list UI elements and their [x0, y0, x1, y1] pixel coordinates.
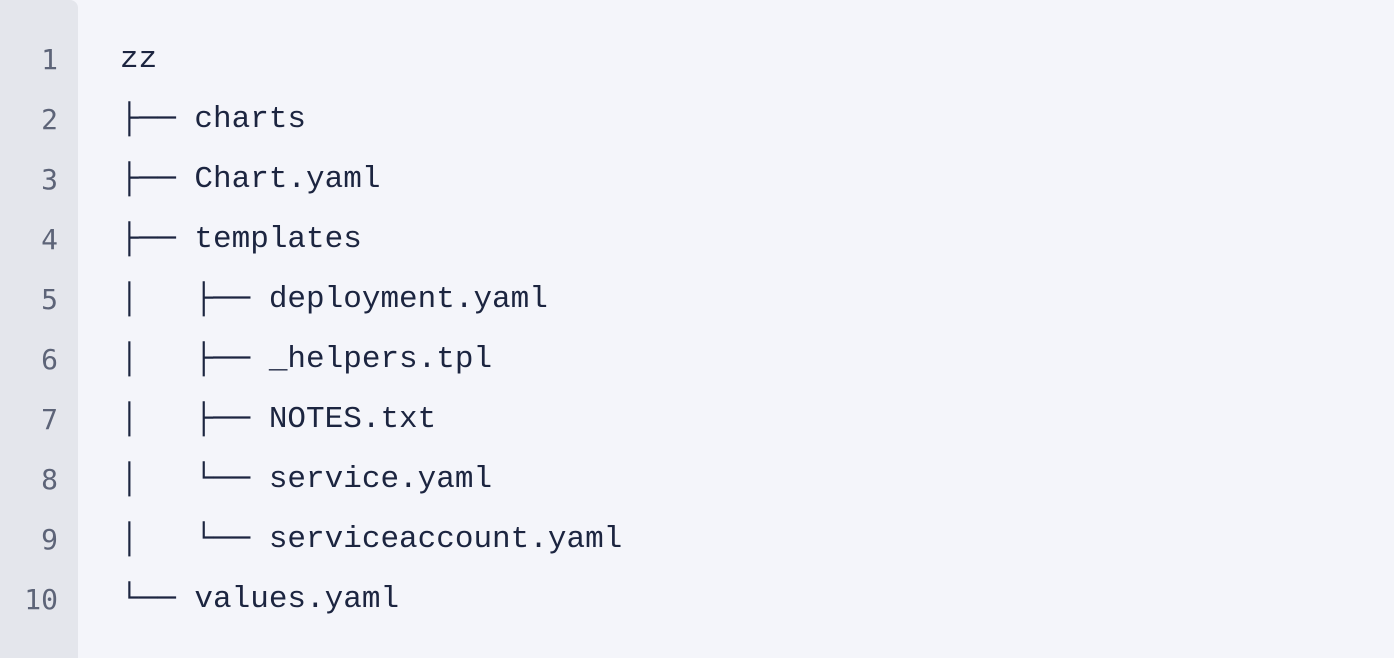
code-line: 6 │ ├── _helpers.tpl [0, 330, 1394, 390]
line-number: 2 [41, 103, 58, 136]
code-line: 2 ├── charts [0, 90, 1394, 150]
line-text: ├── templates [120, 222, 362, 257]
code-line: 1 zz [0, 30, 1394, 90]
code-lines: 1 zz 2 ├── charts 3 ├── Chart.yaml 4 ├──… [0, 30, 1394, 630]
line-number-gutter [0, 0, 78, 658]
line-text: │ ├── NOTES.txt [120, 402, 437, 437]
line-text: └── values.yaml [120, 582, 400, 617]
line-text: zz [120, 42, 158, 77]
line-number: 9 [41, 523, 58, 556]
line-number: 10 [24, 583, 58, 616]
line-number: 1 [41, 43, 58, 76]
line-number: 3 [41, 163, 58, 196]
line-text: │ ├── _helpers.tpl [120, 342, 493, 377]
line-text: │ ├── deployment.yaml [120, 282, 548, 317]
line-text: ├── Chart.yaml [120, 162, 381, 197]
code-line: 5 │ ├── deployment.yaml [0, 270, 1394, 330]
code-line: 3 ├── Chart.yaml [0, 150, 1394, 210]
code-line: 9 │ └── serviceaccount.yaml [0, 510, 1394, 570]
line-text: ├── charts [120, 102, 307, 137]
code-line: 4 ├── templates [0, 210, 1394, 270]
line-number: 6 [41, 343, 58, 376]
line-text: │ └── serviceaccount.yaml [120, 522, 623, 557]
code-line: 8 │ └── service.yaml [0, 450, 1394, 510]
line-number: 5 [41, 283, 58, 316]
line-text: │ └── service.yaml [120, 462, 493, 497]
line-number: 7 [41, 403, 58, 436]
code-line: 7 │ ├── NOTES.txt [0, 390, 1394, 450]
line-number: 8 [41, 463, 58, 496]
line-number: 4 [41, 223, 58, 256]
code-line: 10 └── values.yaml [0, 570, 1394, 630]
